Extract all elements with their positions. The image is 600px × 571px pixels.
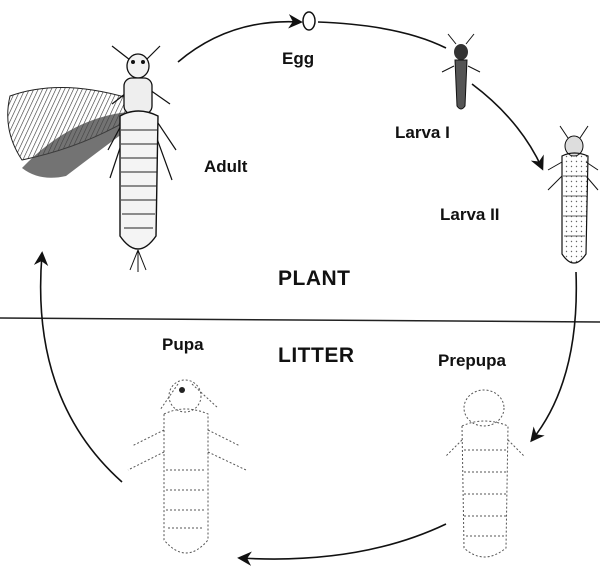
larva2-illustration [548, 126, 598, 263]
egg-illustration [303, 12, 315, 30]
pupa-label: Pupa [162, 336, 204, 353]
arrow-pupa-to-adult [41, 254, 122, 482]
larva2-label: Larva II [440, 206, 500, 223]
adult-label: Adult [204, 158, 247, 175]
litter-zone-label: LITTER [278, 345, 355, 366]
arrow-larva1-to-larva2 [472, 84, 542, 168]
egg-label: Egg [282, 50, 314, 67]
pupa-head-mark [179, 387, 185, 393]
pupa-illustration [128, 380, 246, 553]
adult-thrips-illustration [8, 46, 176, 272]
arrow-larva2-to-prepupa [532, 272, 576, 440]
prepupa-illustration [446, 390, 524, 557]
arrow-egg-to-larva1 [318, 22, 446, 48]
larva1-illustration [442, 34, 480, 109]
plant-zone-label: PLANT [278, 268, 351, 289]
arrow-prepupa-to-pupa [240, 524, 446, 559]
larva1-label: Larva I [395, 124, 450, 141]
plant-litter-divider [0, 318, 600, 322]
prepupa-label: Prepupa [438, 352, 506, 369]
